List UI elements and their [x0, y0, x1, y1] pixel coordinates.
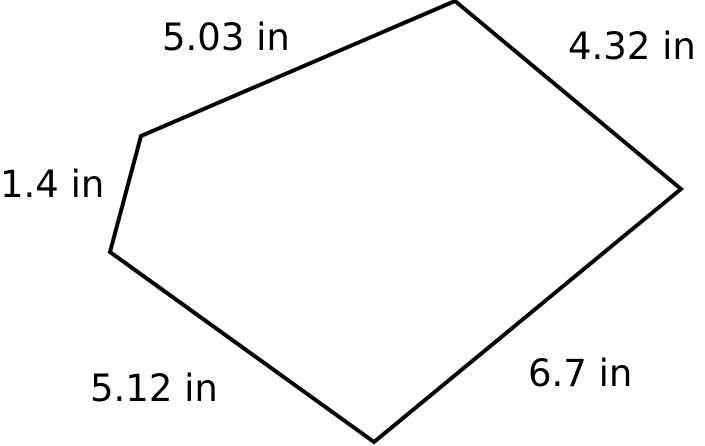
side-label-bottom-left: 5.12 in: [90, 367, 218, 410]
side-label-bottom-right: 6.7 in: [528, 352, 632, 395]
side-label-top-left: 5.03 in: [162, 16, 290, 59]
side-label-top-right: 4.32 in: [568, 25, 696, 68]
side-label-left: 1.4 in: [0, 163, 104, 206]
pentagon-outline: [107, 0, 685, 445]
